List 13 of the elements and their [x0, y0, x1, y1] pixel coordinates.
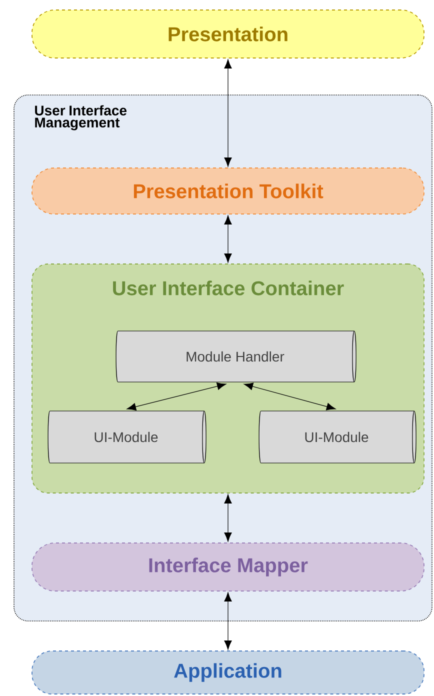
cylinder: UI-Module — [48, 410, 206, 464]
layer-box: Interface Mapper — [32, 542, 424, 592]
arrow — [224, 215, 232, 263]
layer-box: Presentation — [32, 10, 424, 58]
arrow — [224, 59, 232, 167]
arrow — [224, 494, 232, 542]
cylinder: UI-Module — [258, 410, 416, 464]
arrow — [126, 382, 226, 410]
cylinder: Module Handler — [116, 330, 356, 382]
arrow — [244, 382, 336, 410]
layer-box: Application — [32, 650, 424, 694]
layer-box: Presentation Toolkit — [32, 168, 424, 214]
arrow — [224, 592, 232, 650]
